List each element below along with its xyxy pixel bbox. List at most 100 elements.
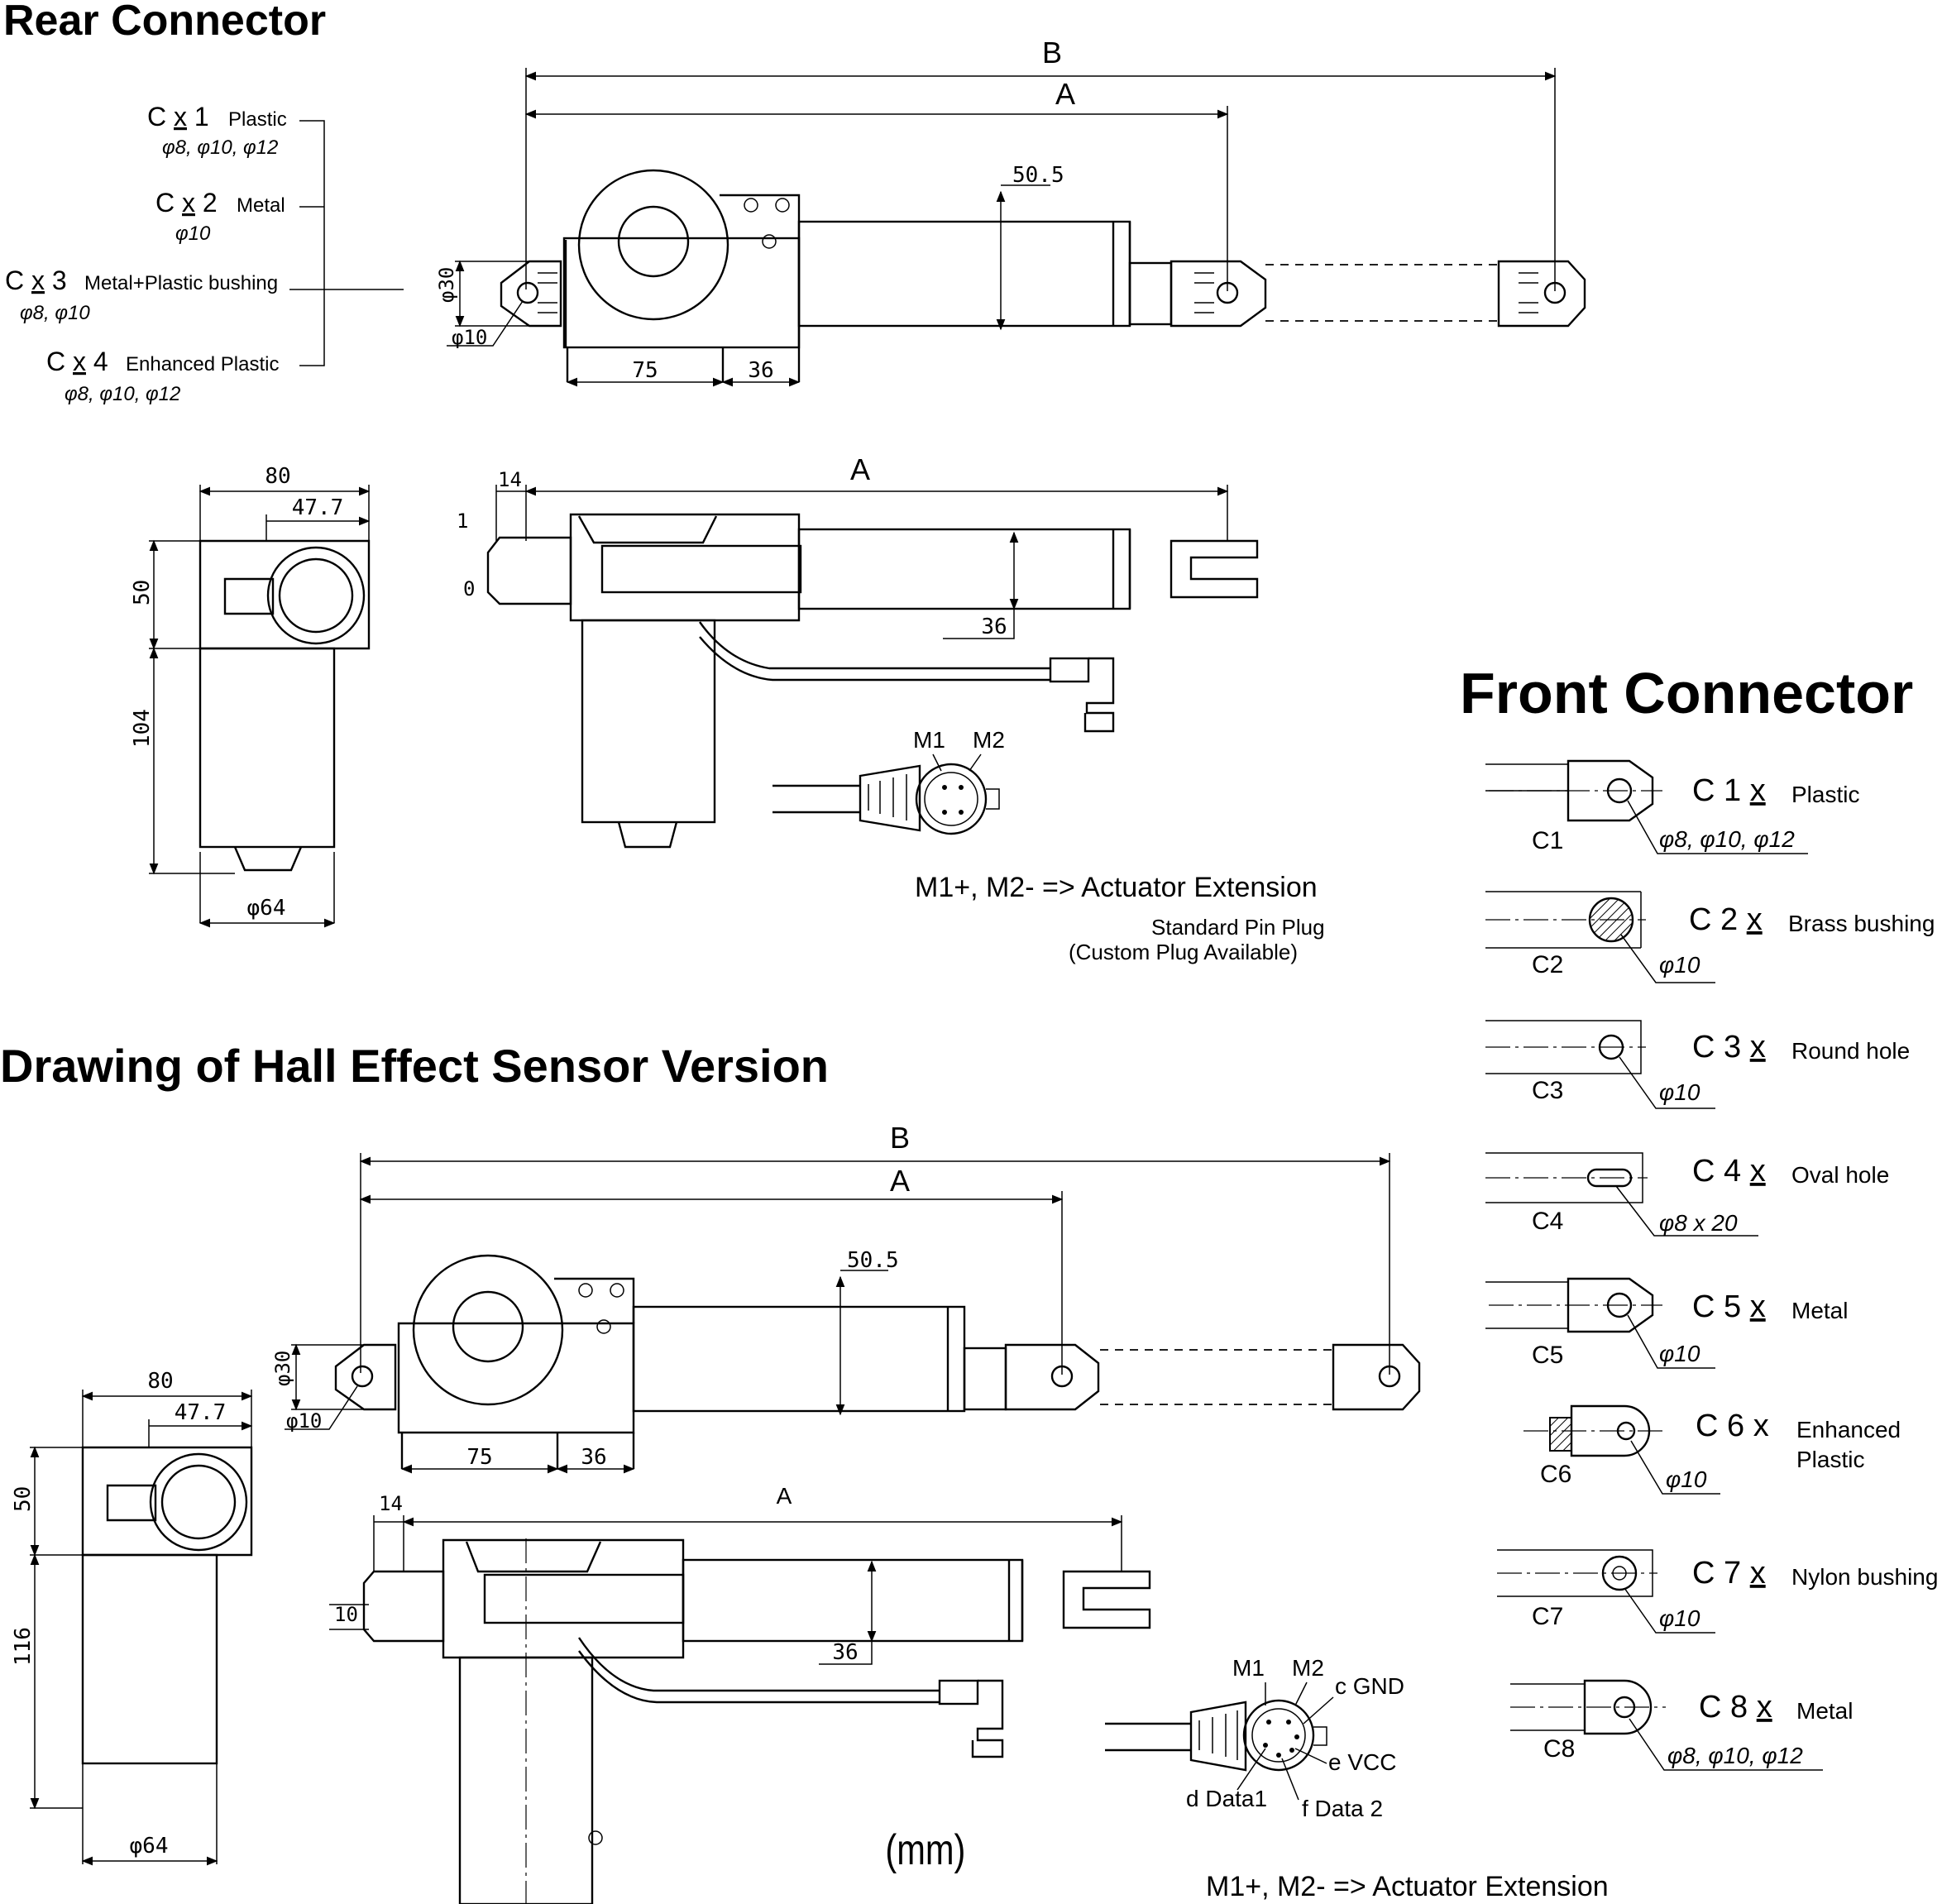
svg-text:Metal: Metal	[1791, 1298, 1848, 1323]
svg-text:B: B	[890, 1121, 910, 1155]
svg-text:80: 80	[265, 464, 290, 489]
rear-option-c2: C x 2 Metal φ10	[155, 188, 285, 245]
svg-text:d Data1: d Data1	[1186, 1786, 1267, 1811]
svg-text:C 4 x: C 4 x	[1692, 1154, 1766, 1189]
svg-text:Enhanced: Enhanced	[1796, 1417, 1901, 1442]
svg-text:C7: C7	[1532, 1603, 1563, 1630]
front-option-c1: C1 φ8, φ10, φ12 C 1 x Plastic	[1485, 759, 1859, 854]
svg-text:φ8, φ10, φ12: φ8, φ10, φ12	[1667, 1743, 1803, 1768]
svg-text:36: 36	[832, 1640, 858, 1665]
svg-text:C x 3: C x 3	[5, 266, 67, 295]
svg-text:36: 36	[748, 358, 773, 383]
svg-text:φ8, φ10, φ12: φ8, φ10, φ12	[65, 383, 180, 405]
svg-text:47.7: 47.7	[175, 1400, 227, 1425]
front-options-list: C1 φ8, φ10, φ12 C 1 x Plastic C2 φ10 C 2…	[1485, 759, 1938, 1771]
svg-text:C1: C1	[1532, 827, 1563, 854]
svg-text:C 6 x: C 6 x	[1696, 1409, 1769, 1443]
svg-text:φ10: φ10	[452, 326, 487, 349]
svg-text:C 2 x: C 2 x	[1689, 902, 1763, 937]
svg-text:A: A	[777, 1483, 792, 1509]
front-option-c4: C4 φ8 x 20 C 4 x Oval hole	[1485, 1152, 1889, 1237]
svg-text:104: 104	[130, 709, 155, 748]
svg-text:φ8, φ10, φ12: φ8, φ10, φ12	[1659, 826, 1795, 852]
svg-text:M2: M2	[1292, 1655, 1324, 1681]
top-plan-view: A 14 1 0 36 M1 M2 M1+, M2- => Ac	[457, 452, 1325, 964]
svg-text:Metal: Metal	[1796, 1698, 1853, 1724]
svg-text:116: 116	[11, 1627, 36, 1666]
svg-text:50: 50	[130, 580, 155, 605]
svg-text:1: 1	[457, 509, 468, 533]
svg-text:C 5 x: C 5 x	[1692, 1289, 1766, 1324]
plug-note-bottom: M1+, M2- => Actuator Extension	[1206, 1871, 1609, 1902]
front-option-c8: C8 φ8, φ10, φ12 C 8 x Metal	[1510, 1679, 1853, 1771]
svg-text:c GND: c GND	[1335, 1673, 1404, 1699]
svg-text:f Data 2: f Data 2	[1302, 1796, 1383, 1821]
svg-text:C 3 x: C 3 x	[1692, 1030, 1766, 1064]
svg-text:C4: C4	[1532, 1208, 1563, 1235]
svg-text:Standard Pin Plug: Standard Pin Plug	[1151, 915, 1325, 940]
svg-text:φ10: φ10	[1659, 1605, 1700, 1631]
rear-option-c1: C x 1 Plastic φ8, φ10, φ12	[147, 102, 287, 159]
svg-text:75: 75	[632, 358, 658, 383]
svg-text:75: 75	[466, 1445, 492, 1470]
svg-text:Metal: Metal	[237, 194, 285, 217]
svg-text:C6: C6	[1540, 1461, 1571, 1488]
svg-text:B: B	[1042, 36, 1062, 69]
svg-text:14: 14	[498, 468, 522, 491]
svg-text:A: A	[850, 452, 870, 486]
svg-text:36: 36	[981, 615, 1007, 639]
svg-text:φ10: φ10	[175, 222, 211, 245]
svg-text:C 1 x: C 1 x	[1692, 773, 1766, 808]
svg-text:φ30: φ30	[435, 267, 458, 303]
hall-side-view: 80 47.7 50 116 φ64	[11, 1369, 253, 1866]
svg-text:M1: M1	[913, 727, 945, 753]
svg-text:e VCC: e VCC	[1328, 1749, 1396, 1775]
front-option-c3: C3 φ10 C 3 x Round hole	[1485, 1020, 1910, 1109]
svg-text:80: 80	[147, 1369, 173, 1394]
svg-text:φ8, φ10, φ12: φ8, φ10, φ12	[162, 136, 278, 159]
svg-text:Enhanced Plastic: Enhanced Plastic	[126, 353, 279, 376]
svg-text:M2: M2	[973, 727, 1005, 753]
svg-text:36: 36	[581, 1445, 606, 1470]
svg-text:14: 14	[379, 1492, 403, 1515]
svg-text:C x 4: C x 4	[46, 347, 108, 376]
svg-text:47.7: 47.7	[292, 495, 344, 520]
svg-text:C x 1: C x 1	[147, 102, 209, 132]
top-side-view: 80 47.7 50 104 φ64	[130, 464, 371, 928]
front-option-c2: C2 φ10 C 2 x Brass bushing	[1485, 891, 1935, 983]
svg-text:C 8 x: C 8 x	[1699, 1690, 1772, 1725]
svg-text:C2: C2	[1532, 951, 1563, 978]
rear-options-list: C x 1 Plastic φ8, φ10, φ12 C x 2 Metal φ…	[5, 102, 404, 405]
svg-text:C x 2: C x 2	[155, 188, 218, 218]
svg-text:φ30: φ30	[271, 1351, 294, 1386]
svg-text:50.5: 50.5	[847, 1248, 899, 1273]
hall-actuator-view: B A 50.5 φ30 φ10 75 36	[271, 1121, 1421, 1474]
svg-text:Plastic: Plastic	[1791, 782, 1859, 807]
rear-option-c4: C x 4 Enhanced Plastic φ8, φ10, φ12	[46, 347, 279, 405]
front-option-c5: C5 φ10 C 5 x Metal	[1485, 1277, 1848, 1369]
svg-text:C 7 x: C 7 x	[1692, 1556, 1766, 1591]
svg-text:Nylon bushing: Nylon bushing	[1791, 1564, 1938, 1590]
svg-text:φ10: φ10	[286, 1409, 322, 1433]
svg-text:Oval hole: Oval hole	[1791, 1162, 1889, 1188]
svg-text:φ8 x 20: φ8 x 20	[1659, 1210, 1738, 1236]
hall-version-title: Drawing of Hall Effect Sensor Version	[0, 1040, 829, 1092]
svg-text:φ10: φ10	[1659, 952, 1700, 978]
svg-text:Plastic: Plastic	[1796, 1447, 1864, 1472]
svg-text:C3: C3	[1532, 1077, 1563, 1104]
rear-connector-title: Rear Connector	[3, 0, 326, 45]
unit-label: (mm)	[885, 1825, 965, 1874]
svg-text:50: 50	[11, 1486, 36, 1512]
svg-text:φ64: φ64	[130, 1834, 169, 1859]
hall-plug: M1 M2 c GND e VCC d Data1 f Data 2 M1+, …	[1105, 1655, 1609, 1902]
front-connector-title: Front Connector	[1460, 661, 1913, 725]
rear-option-c3: C x 3 Metal+Plastic bushing φ8, φ10	[5, 266, 278, 324]
svg-text:C5: C5	[1532, 1342, 1563, 1369]
svg-text:Metal+Plastic bushing: Metal+Plastic bushing	[84, 272, 278, 294]
hall-plan-view: A 14 10 36 (mm)	[329, 1483, 1151, 1904]
svg-text:10: 10	[334, 1603, 358, 1626]
svg-text:Round hole: Round hole	[1791, 1038, 1910, 1064]
svg-text:50.5: 50.5	[1012, 163, 1064, 188]
top-actuator-view: B A 50.5 φ30 φ	[435, 36, 1586, 387]
